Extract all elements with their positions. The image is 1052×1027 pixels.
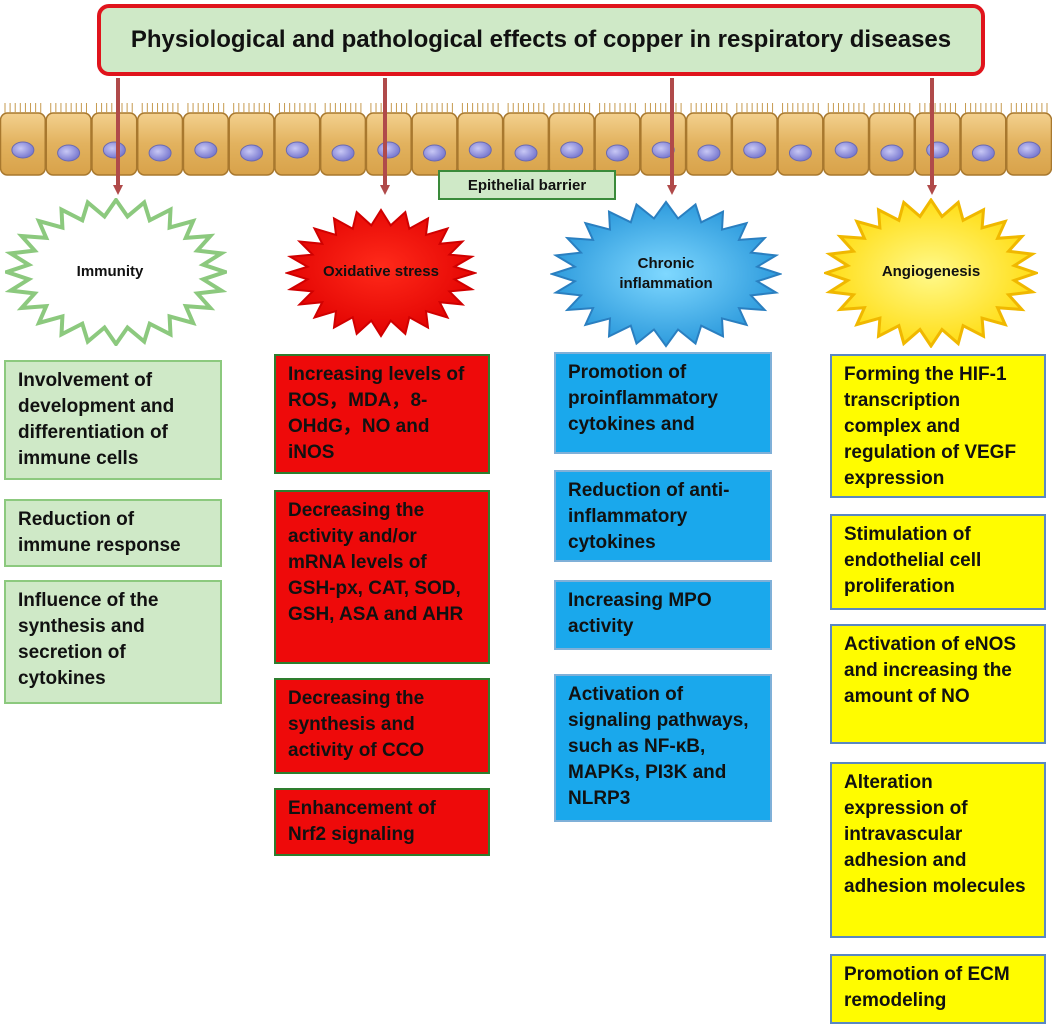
chronic-inflammation-starburst	[550, 200, 782, 348]
epithelial-cell	[868, 112, 916, 176]
angiogenesis-item-3: Activation of eNOS and increasing the am…	[830, 624, 1046, 744]
cell-nucleus	[560, 141, 584, 159]
angiogenesis-item-4: Alteration expression of intravascular a…	[830, 762, 1046, 938]
barrier-label-text: Epithelial barrier	[467, 176, 587, 194]
epithelial-cell	[411, 112, 458, 176]
immunity-item-3: Influence of the synthesis and secretion…	[4, 580, 222, 704]
diagram-title: Physiological and pathological effects o…	[97, 4, 985, 76]
immunity-label: Immunity	[76, 263, 144, 280]
oxidative-stress-item-4: Enhancement of Nrf2 signaling	[274, 788, 490, 856]
chronic-inflammation-label: Chronic inflammation	[619, 255, 713, 292]
epithelial-cell	[319, 112, 367, 176]
oxidative-stress-item-3: Decreasing the synthesis and activity of…	[274, 678, 490, 774]
chronic-inflammation-item-1: Promotion of proinflammatory cytokines a…	[554, 352, 772, 454]
cell-nucleus	[1017, 141, 1041, 159]
cell-nucleus	[651, 141, 675, 159]
epithelial-cell	[685, 112, 733, 176]
angiogenesis-item-1: Forming the HIF-1 transcription complex …	[830, 354, 1046, 498]
oxidative-stress-item-2: Decreasing the activity and/or mRNA leve…	[274, 490, 490, 664]
angiogenesis-starburst	[824, 198, 1038, 348]
chronic-inflammation-item-3: Increasing MPO activity	[554, 580, 772, 650]
epithelial-cell	[777, 112, 824, 176]
cell-nucleus	[194, 141, 218, 159]
epithelial-cell	[502, 112, 550, 176]
cell-nucleus	[743, 141, 767, 159]
epithelial-barrier-label: Epithelial barrier	[438, 170, 616, 200]
cell-nucleus	[423, 144, 447, 162]
cell-nucleus	[514, 144, 538, 162]
cell-nucleus	[697, 144, 721, 162]
angiogenesis-item-5: Promotion of ECM remodeling	[830, 954, 1046, 1024]
cell-nucleus	[57, 144, 81, 162]
cell-nucleus	[11, 141, 35, 159]
angiogenesis-label: Angiogenesis	[881, 263, 981, 280]
immunity-item-1: Involvement of development and different…	[4, 360, 222, 480]
cell-nucleus	[148, 144, 172, 162]
epithelial-cell	[960, 112, 1007, 176]
cell-nucleus	[788, 144, 812, 162]
cell-nucleus	[926, 141, 950, 159]
chronic-inflammation-item-2: Reduction of anti-inflammatory cytokines	[554, 470, 772, 562]
epithelial-cell	[594, 112, 641, 176]
title-text: Physiological and pathological effects o…	[130, 26, 952, 53]
oxidative-stress-item-1: Increasing levels of ROS，MDA，8-OHdG，NO a…	[274, 354, 490, 474]
cell-nucleus	[971, 144, 995, 162]
cell-nucleus	[240, 144, 264, 162]
epithelial-cell	[45, 112, 92, 176]
cell-nucleus	[468, 141, 492, 159]
immunity-item-2: Reduction of immune response	[4, 499, 222, 567]
immunity-starburst	[5, 198, 227, 346]
cell-nucleus	[285, 141, 309, 159]
chronic-inflammation-item-4: Activation of signaling pathways, such a…	[554, 674, 772, 822]
cell-nucleus	[880, 144, 904, 162]
epithelial-cell	[136, 112, 184, 176]
oxidative-stress-label: Oxidative stress	[323, 263, 439, 280]
epithelial-cell	[228, 112, 275, 176]
cell-nucleus	[377, 141, 401, 159]
cell-nucleus	[834, 141, 858, 159]
angiogenesis-item-2: Stimulation of endothelial cell prolifer…	[830, 514, 1046, 610]
cell-nucleus	[102, 141, 126, 159]
cell-nucleus	[605, 144, 629, 162]
epithelial-cell-layer	[0, 103, 1052, 176]
oxidative-stress-starburst	[285, 208, 477, 338]
cell-nucleus	[331, 144, 355, 162]
